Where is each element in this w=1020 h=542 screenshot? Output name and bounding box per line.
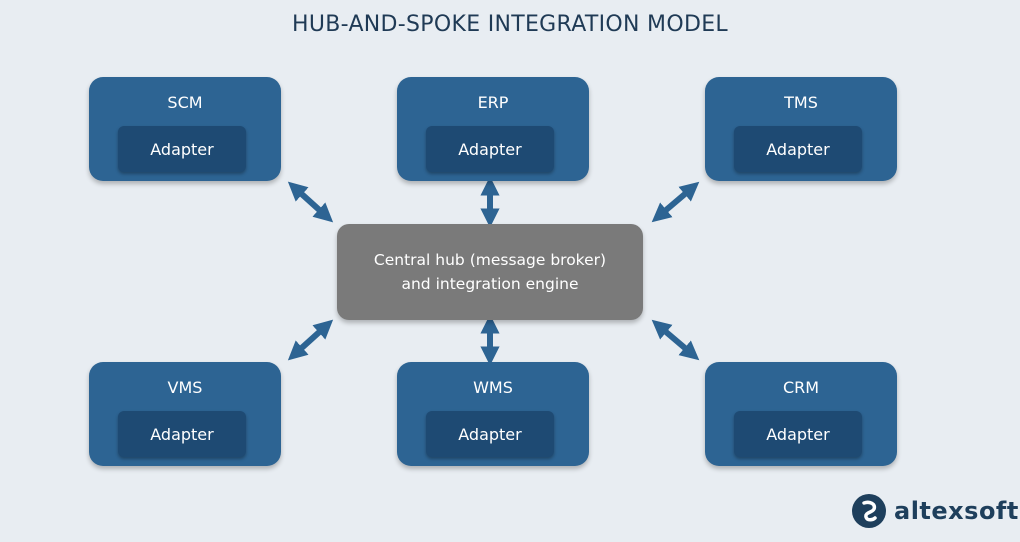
hub-label-line2: and integration engine xyxy=(401,275,579,293)
altexsoft-logo-icon xyxy=(852,494,886,528)
system-name: TMS xyxy=(784,93,818,112)
arrow-vms-hub xyxy=(287,319,334,361)
system-box-crm: CRM Adapter xyxy=(705,362,897,466)
adapter-box: Adapter xyxy=(734,411,862,457)
system-box-erp: ERP Adapter xyxy=(397,77,589,181)
system-box-tms: TMS Adapter xyxy=(705,77,897,181)
diagram-title: HUB-AND-SPOKE INTEGRATION MODEL xyxy=(292,12,728,37)
adapter-box: Adapter xyxy=(426,411,554,457)
arrow-tms-hub xyxy=(651,181,700,223)
adapter-box: Adapter xyxy=(734,126,862,172)
system-name: SCM xyxy=(167,93,203,112)
system-name: ERP xyxy=(477,93,509,112)
altexsoft-logo: altexsoft xyxy=(852,492,1019,530)
system-name: VMS xyxy=(167,378,203,397)
system-box-wms: WMS Adapter xyxy=(397,362,589,466)
logo-text: altexsoft xyxy=(894,497,1019,525)
system-name: WMS xyxy=(473,378,513,397)
central-hub: Central hub (message broker) and integra… xyxy=(337,224,643,320)
adapter-box: Adapter xyxy=(118,126,246,172)
arrow-scm-hub xyxy=(287,181,334,223)
adapter-box: Adapter xyxy=(118,411,246,457)
adapter-box: Adapter xyxy=(426,126,554,172)
arrow-crm-hub xyxy=(651,319,700,361)
system-box-scm: SCM Adapter xyxy=(89,77,281,181)
system-box-vms: VMS Adapter xyxy=(89,362,281,466)
system-name: CRM xyxy=(782,378,820,397)
hub-label-line1: Central hub (message broker) xyxy=(373,251,607,269)
